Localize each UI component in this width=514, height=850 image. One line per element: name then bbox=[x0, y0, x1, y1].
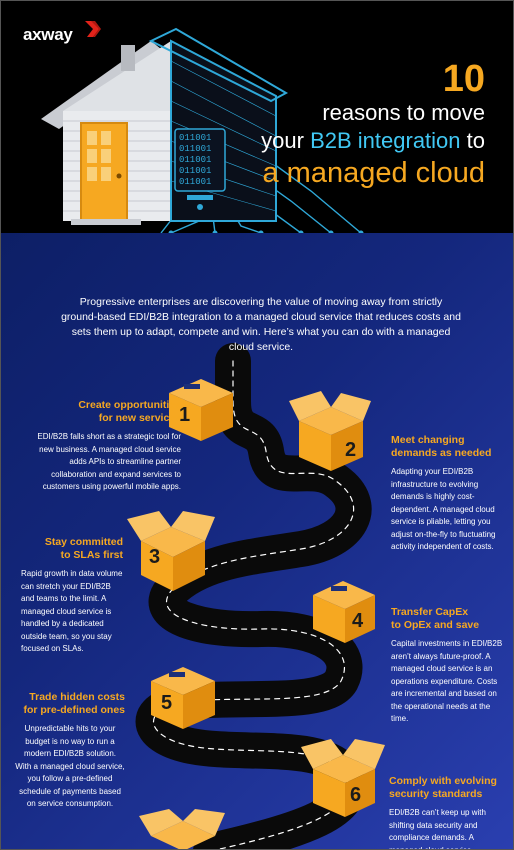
binary-line: 011001 bbox=[179, 133, 212, 143]
reason-heading-line-1: Meet changing bbox=[391, 434, 465, 446]
svg-text:2: 2 bbox=[345, 439, 356, 461]
box-2: 2 bbox=[289, 391, 371, 471]
reason-body: EDI/B2B falls short as a strategic tool … bbox=[37, 432, 181, 491]
box-1: 1 bbox=[169, 379, 233, 441]
reason-heading-line-2: security standards bbox=[389, 788, 483, 800]
hero-title: 10 reasons to move your B2B integration … bbox=[185, 59, 485, 191]
intro-paragraph: Progressive enterprises are discovering … bbox=[61, 296, 461, 353]
binary-line: 011001 bbox=[179, 177, 212, 187]
svg-text:4: 4 bbox=[352, 610, 364, 632]
box-5: 5 bbox=[151, 667, 215, 729]
reason-heading-line-1: Trade hidden costs bbox=[29, 691, 125, 703]
svg-text:3: 3 bbox=[149, 546, 160, 568]
reason-heading-line-1: Transfer CapEx bbox=[391, 606, 469, 618]
title-line-3: a managed cloud bbox=[262, 157, 486, 189]
reason-heading-line-1: Stay committed bbox=[44, 536, 123, 548]
reason-heading-line-2: demands as needed bbox=[391, 447, 492, 459]
reason-heading-line-1: Create opportunities bbox=[78, 399, 181, 411]
title-highlight: B2B integration bbox=[310, 128, 461, 153]
svg-text:5: 5 bbox=[161, 692, 172, 714]
title-number: 10 bbox=[442, 58, 485, 100]
title-line-2: your B2B integration to bbox=[185, 127, 485, 155]
title-line-2-prefix: your bbox=[261, 128, 311, 153]
reason-heading-line-1: Comply with evolving bbox=[389, 775, 497, 787]
axway-logo-icon bbox=[85, 21, 101, 37]
box-4: 4 bbox=[313, 581, 375, 643]
binary-line: 011001 bbox=[179, 166, 212, 176]
box-6: 6 bbox=[301, 739, 385, 817]
reason-body: Adapting your EDI/B2B infrastructure to … bbox=[391, 467, 496, 551]
binary-line: 011001 bbox=[179, 144, 212, 154]
svg-text:1: 1 bbox=[179, 404, 190, 426]
reason-body: Unpredictable hits to your budget is no … bbox=[15, 724, 125, 808]
svg-text:6: 6 bbox=[350, 784, 361, 806]
axway-logo-text: axway bbox=[23, 25, 73, 44]
reason-heading-line-2: to OpEx and save bbox=[391, 619, 480, 631]
hero-section: axway bbox=[1, 1, 513, 233]
binary-text: 011001 011001 011001 011001 011001 bbox=[179, 133, 211, 188]
reason-heading-line-2: for pre-defined ones bbox=[23, 704, 125, 716]
reason-heading-line-2: to SLAs first bbox=[60, 549, 123, 561]
reason-heading-line-2: for new services bbox=[98, 412, 181, 424]
title-line-1: reasons to move bbox=[322, 100, 485, 125]
title-line-2-suffix: to bbox=[460, 128, 485, 153]
reason-body: Capital investments in EDI/B2B aren’t al… bbox=[391, 639, 503, 723]
binary-line: 011001 bbox=[179, 155, 212, 165]
box-3: 3 bbox=[127, 511, 215, 591]
reason-body: Rapid growth in data volume can stretch … bbox=[21, 569, 123, 653]
house-illustration bbox=[41, 27, 364, 233]
box-7-partial bbox=[139, 809, 225, 849]
reason-body: EDI/B2B can’t keep up with shifting data… bbox=[389, 808, 486, 850]
